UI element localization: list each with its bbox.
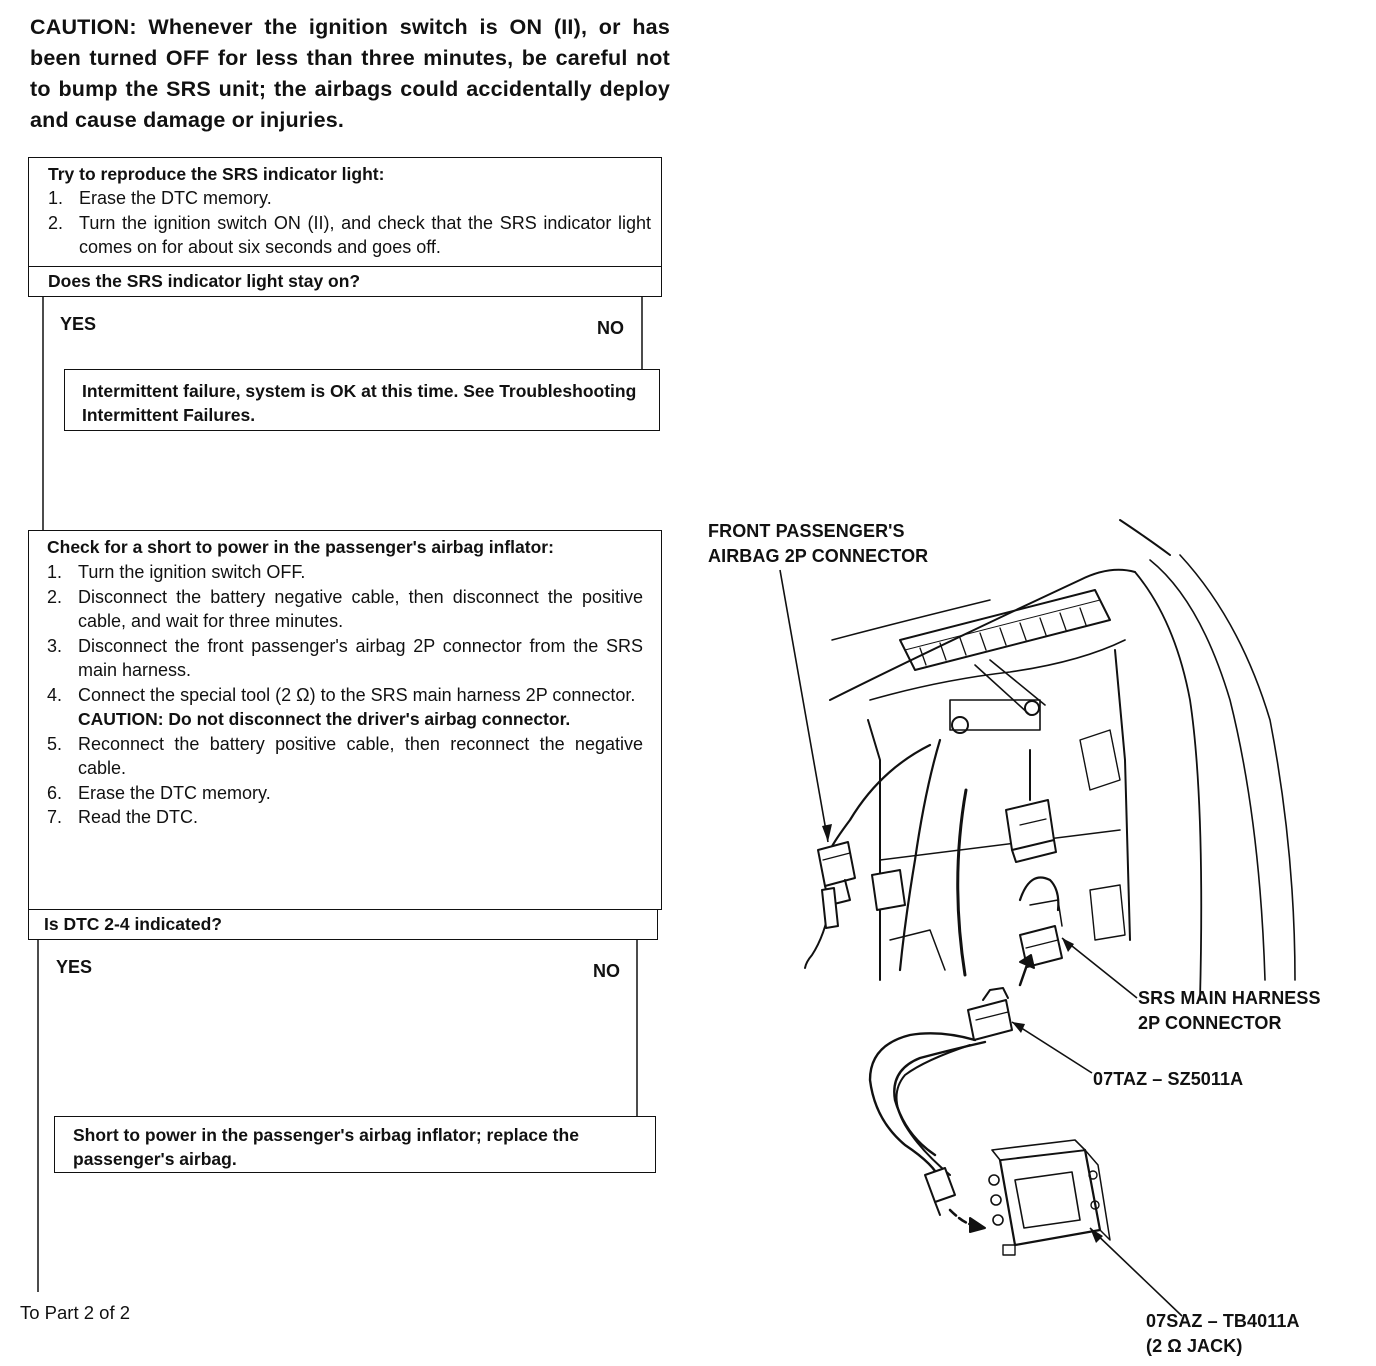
yes-label-1: YES — [60, 314, 97, 334]
tool-part-label: 07TAZ – SZ5011A — [1093, 1069, 1244, 1089]
step-item: 2.Disconnect the battery negative cable,… — [47, 586, 643, 632]
yes-label-2: YES — [56, 957, 93, 977]
intermittent-result-text: Intermittent failure, system is OK at th… — [82, 381, 637, 425]
short-result-box: Short to power in the passenger's airbag… — [54, 1116, 656, 1173]
step-item: 6.Erase the DTC memory. — [47, 782, 271, 803]
short-check-box: Check for a short to power in the passen… — [28, 530, 662, 910]
reproduce-step-list: 1.Erase the DTC memory. 2.Turn the ignit… — [48, 186, 651, 260]
short-result-text: Short to power in the passenger's airbag… — [73, 1125, 579, 1169]
short-check-title: Check for a short to power in the passen… — [47, 537, 554, 557]
label-leaders — [779, 569, 1183, 1317]
no-label-2: NO — [593, 961, 620, 981]
question-1-box: Does the SRS indicator light stay on? — [28, 266, 662, 297]
front-connector-label: FRONT PASSENGER'S AIRBAG 2P CONNECTOR — [708, 521, 929, 566]
step-item: 5.Reconnect the battery positive cable, … — [47, 733, 643, 779]
caution-text: CAUTION: Whenever the ignition switch is… — [30, 15, 670, 132]
jack-part-label: 07SAZ – TB4011A (2 Ω JACK) — [1146, 1311, 1300, 1356]
question-2: Is DTC 2-4 indicated? — [44, 914, 222, 934]
step-item: 3.Disconnect the front passenger's airba… — [47, 635, 643, 681]
label-arrowheads — [822, 824, 1103, 1243]
step-item: 2.Turn the ignition switch ON (II), and … — [48, 212, 651, 258]
step-item: 1.Erase the DTC memory. — [48, 188, 272, 208]
no-label-1: NO — [597, 318, 624, 338]
step-caution: CAUTION: Do not disconnect the driver's … — [78, 709, 571, 729]
step-item: 7.Read the DTC. — [47, 807, 199, 827]
reproduce-step-title: Try to reproduce the SRS indicator light… — [48, 164, 385, 184]
airbag-connector-illustration — [804, 519, 1296, 1256]
intermittent-result-box: Intermittent failure, system is OK at th… — [64, 369, 660, 431]
question-1: Does the SRS indicator light stay on? — [48, 271, 361, 291]
footer-text: To Part 2 of 2 — [20, 1302, 131, 1323]
flow-lines — [37, 297, 643, 1292]
srs-harness-connector-label: SRS MAIN HARNESS 2P CONNECTOR — [1138, 988, 1321, 1033]
step-item: 4.Connect the special tool (2 Ω) to the … — [47, 684, 636, 705]
step-item: 1.Turn the ignition switch OFF. — [47, 562, 306, 582]
question-2-box: Is DTC 2-4 indicated? — [28, 909, 658, 940]
reproduce-step-box: Try to reproduce the SRS indicator light… — [28, 157, 662, 267]
short-check-step-list: 1.Turn the ignition switch OFF. 2.Discon… — [47, 560, 643, 830]
